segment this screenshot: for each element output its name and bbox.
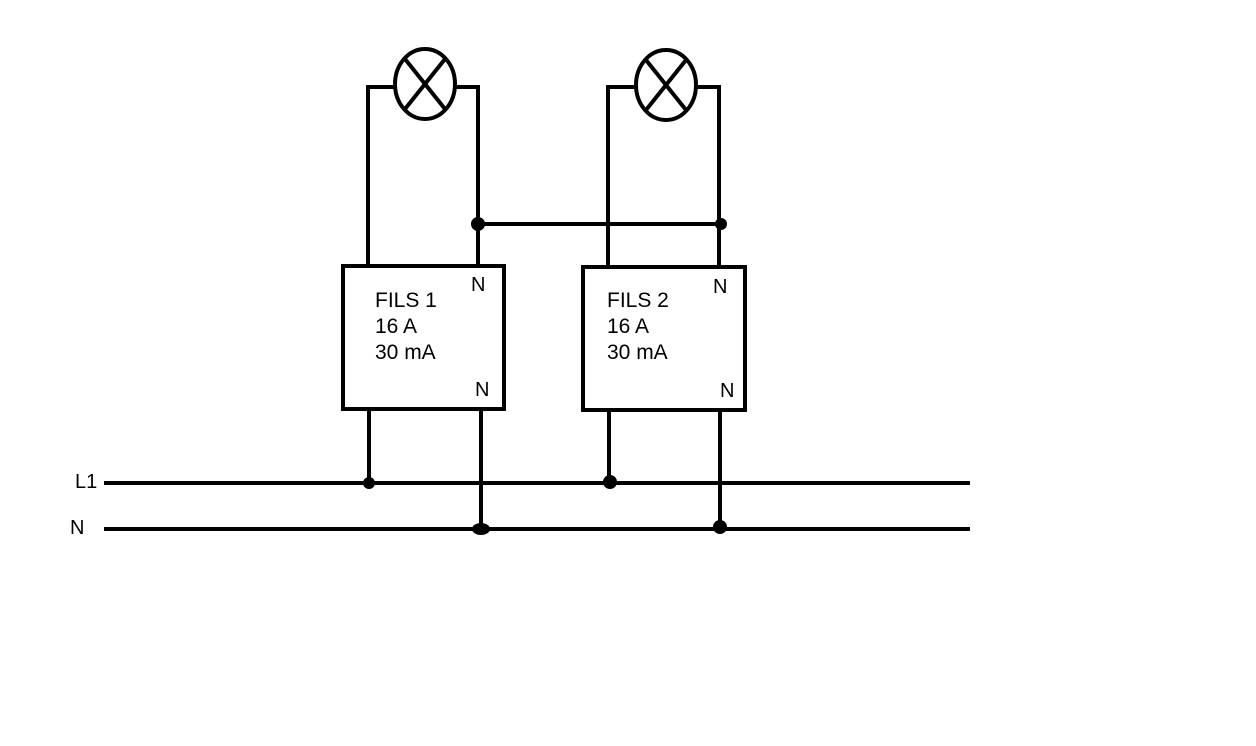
device-1-wiring xyxy=(366,85,483,529)
junction-neutral-bridge-right xyxy=(715,218,727,230)
device-2-box xyxy=(581,265,747,412)
device-2-wiring xyxy=(606,85,722,529)
device-1-sensitivity: 30 mA xyxy=(375,341,436,364)
junction-device-2-neutral xyxy=(713,520,727,534)
device-2-rating: 16 A xyxy=(607,315,649,338)
device-1: FILS 1 16 A 30 mA N N xyxy=(341,264,506,411)
lamp-1-cross-stroke-b xyxy=(403,57,447,111)
device-2-top-terminal-label: N xyxy=(713,276,727,298)
line-bus-label: L1 xyxy=(75,471,97,493)
neutral-bus-label: N xyxy=(70,517,84,539)
lamp-2 xyxy=(634,48,698,122)
device-1-rating: 16 A xyxy=(375,315,417,338)
device-1-box xyxy=(341,264,506,411)
device-2-bottom-terminal-label: N xyxy=(720,380,734,402)
junction-device-1-line xyxy=(363,477,375,489)
lamp-1 xyxy=(393,47,457,121)
device-2-name: FILS 2 xyxy=(607,289,669,312)
junction-device-2-line xyxy=(603,475,617,489)
junction-neutral-bridge-left xyxy=(471,217,485,231)
device-2: FILS 2 16 A 30 mA N N xyxy=(581,265,747,412)
device-2-sensitivity: 30 mA xyxy=(607,341,668,364)
device-1-top-terminal-label: N xyxy=(471,274,485,296)
device-1-bottom-terminal-label: N xyxy=(475,379,489,401)
lamp-2-cross-stroke-b xyxy=(644,58,688,112)
device-1-name: FILS 1 xyxy=(375,289,437,312)
junction-device-1-neutral xyxy=(472,523,490,535)
